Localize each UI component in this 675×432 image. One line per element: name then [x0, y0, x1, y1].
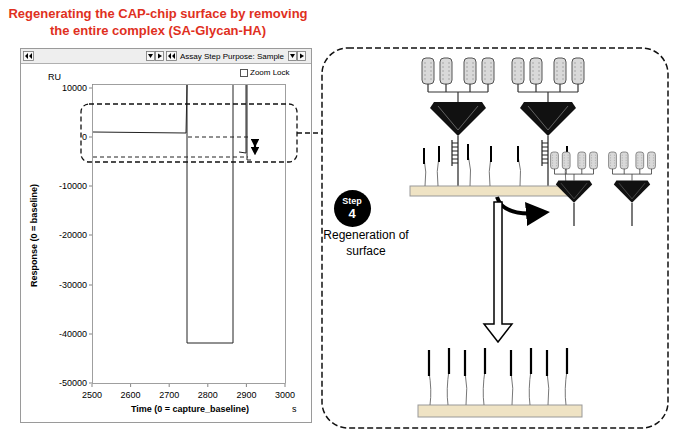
toolbar-buttons — [24, 52, 34, 61]
tick-label: 10000 — [62, 82, 87, 95]
removed-complex — [574, 203, 632, 226]
toolbar-icons — [148, 54, 153, 58]
sensor-surface-bottom — [418, 405, 582, 417]
tick-label: 2800 — [198, 389, 218, 402]
tick-label: -40000 — [59, 328, 87, 341]
tick-label: -10000 — [59, 180, 87, 193]
tick-label: 2500 — [82, 389, 102, 402]
tick-label: -50000 — [59, 377, 87, 390]
sensorgram-trace — [93, 85, 251, 343]
reference-line — [93, 157, 248, 158]
checkbox — [241, 70, 248, 77]
regeneration-arrow — [484, 202, 512, 342]
zoom-callout-box — [81, 104, 297, 162]
toolbar-icons — [290, 54, 295, 58]
removal-arrow — [497, 197, 538, 213]
step-text: 4 — [348, 207, 355, 220]
sensor-surface-bottom — [429, 348, 567, 376]
reference-line — [188, 137, 248, 138]
toolbar-icons — [158, 54, 162, 59]
toolbar-buttons — [298, 52, 306, 61]
captured-complex — [452, 143, 548, 163]
toolbar-label: Assay Step Purpose: Sample — [180, 51, 284, 63]
tick-label: -20000 — [59, 229, 87, 242]
toolbar-buttons — [147, 52, 155, 61]
tick-label: 3000 — [275, 389, 295, 402]
toolbar-icons — [168, 53, 175, 59]
captured-complex — [512, 58, 584, 136]
toolbar-icons — [25, 53, 32, 59]
toolbar-buttons — [156, 52, 164, 61]
sensor-surface-top — [424, 144, 567, 164]
toolbar-buttons — [289, 52, 297, 61]
toolbar-buttons — [167, 52, 177, 61]
removed-complex — [551, 152, 598, 203]
double-arrow — [254, 143, 256, 151]
captured-complex — [458, 136, 548, 186]
tick-label: 2600 — [121, 389, 141, 402]
toolbar-icons — [300, 54, 304, 59]
chart-window — [21, 63, 311, 64]
sensor-surface-bottom — [418, 348, 582, 417]
tick-label: 2900 — [236, 389, 256, 402]
tick-label: 0 — [82, 131, 87, 144]
chart-window — [21, 49, 311, 63]
tick-marks — [89, 88, 92, 383]
axis-title: Time (0 = capture_baseline) — [131, 403, 249, 416]
tick-label: 2700 — [159, 389, 179, 402]
sensor-surface-top — [410, 186, 580, 196]
removed-complex — [609, 152, 656, 203]
zoom-panel — [322, 48, 668, 428]
removed-complex — [551, 152, 656, 226]
captured-complex — [452, 140, 542, 166]
captured-complex — [422, 58, 584, 186]
tick-label: -30000 — [59, 279, 87, 292]
title: Regenerating the CAP-chip surface by rem… — [8, 5, 308, 39]
sensor-surface-top — [424, 154, 567, 186]
plot-frame — [93, 85, 286, 384]
callout-leader — [297, 132, 322, 133]
axis-title: Response (0 = baseline) — [28, 184, 41, 287]
step-text: Step — [342, 197, 362, 206]
step-badge: Step4 — [334, 190, 371, 227]
chart-window — [21, 49, 312, 423]
axis-unit: s — [292, 403, 297, 416]
chart-window — [21, 49, 312, 423]
captured-complex — [422, 58, 494, 136]
tick-marks — [92, 384, 285, 387]
axis-unit: RU — [48, 71, 61, 84]
step-caption: Regeneration of surface — [323, 227, 409, 259]
checkbox-label: Zoom Lock — [250, 67, 290, 79]
